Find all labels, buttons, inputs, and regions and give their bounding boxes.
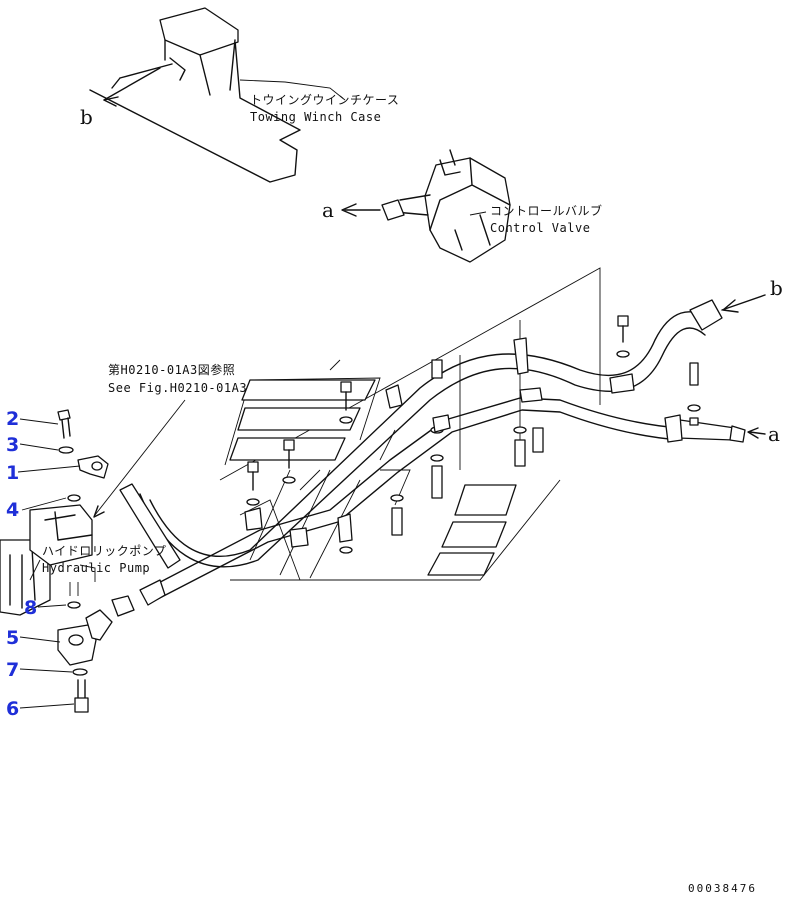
towing-winch-case: [89, 7, 301, 183]
hydraulic-pump-label-en: Hydraulic Pump: [42, 561, 150, 575]
part-washer-3: [58, 446, 74, 454]
see-fig-label-en: See Fig.H0210-01A3: [108, 381, 247, 395]
connection-a-letter-right: a: [768, 422, 780, 446]
part-clamp-1: [77, 455, 109, 479]
part-oring-4: [67, 494, 81, 502]
see-fig-leader: [94, 399, 186, 516]
arrow-b-head: [722, 299, 739, 313]
callout-4[interactable]: 4: [6, 499, 19, 521]
connection-b-letter-top: b: [80, 105, 93, 129]
callout-1[interactable]: 1: [6, 462, 19, 484]
part-washer-7: [72, 668, 88, 676]
drawing-number: 00038476: [688, 882, 757, 895]
towing-case-leader: [239, 79, 346, 101]
connection-b-letter-right: b: [770, 276, 783, 300]
towing-winch-case-label-jp: トウイングウインチケース: [250, 93, 399, 107]
arrow-b-shaft: [721, 294, 766, 311]
callout-7[interactable]: 7: [6, 659, 19, 681]
control-valve: [341, 149, 511, 263]
control-valve-leader: [469, 211, 487, 216]
control-valve-label-en: Control Valve: [490, 221, 590, 235]
towing-winch-case-label-en: Towing Winch Case: [250, 110, 381, 124]
control-valve-label-jp: コントロールバルブ: [490, 203, 603, 218]
part-bolt-6: [74, 679, 89, 713]
callout-2[interactable]: 2: [6, 408, 19, 430]
connection-a-letter-top: a: [322, 198, 334, 222]
callout-leaders: [17, 418, 81, 709]
arrow-a-head: [747, 427, 759, 439]
hydraulic-hoses: [119, 299, 746, 606]
part-bolt-2: [57, 409, 71, 439]
see-fig-arrowhead: [93, 505, 105, 518]
frame-outline: [219, 267, 601, 581]
callout-3[interactable]: 3: [6, 434, 19, 456]
part-flange-elbow-5: [57, 595, 135, 666]
callout-6[interactable]: 6: [6, 698, 19, 720]
hydraulic-pump: [0, 504, 93, 616]
clamp-hardware: [244, 315, 701, 554]
see-fig-label-jp: 第H0210-01A3図参照: [108, 362, 235, 377]
callout-5[interactable]: 5: [6, 627, 19, 649]
arrow-a-shaft: [749, 431, 766, 435]
pump-leader: [29, 559, 96, 582]
callout-8[interactable]: 8: [24, 597, 37, 619]
part-oring-8: [67, 582, 81, 609]
hydraulic-pump-label-jp: ハイドロリックポンプ: [42, 544, 166, 558]
